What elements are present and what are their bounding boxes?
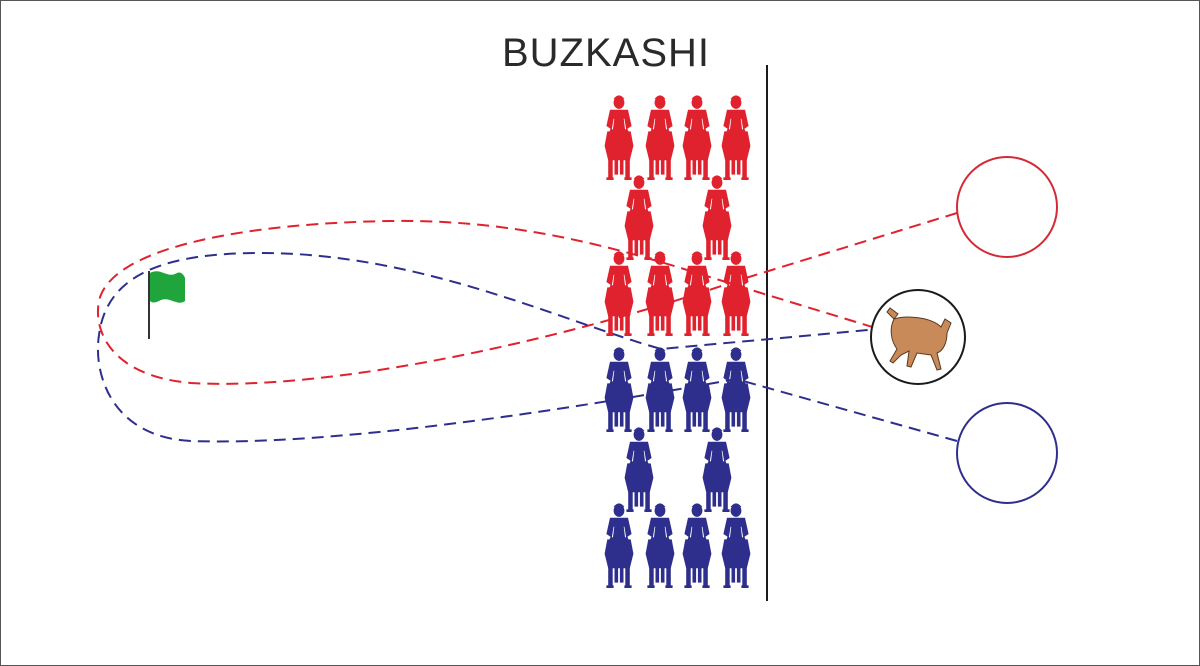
- flag-icon: [148, 271, 185, 339]
- horse-rider-icon: [604, 251, 634, 336]
- horse-rider-icon: [721, 347, 751, 432]
- horse-rider-icon: [682, 503, 712, 588]
- goat-icon: [886, 307, 952, 371]
- blue-team-route: [97, 251, 958, 443]
- horse-rider-icon: [645, 347, 675, 432]
- horse-rider-icon: [624, 427, 654, 512]
- horse-rider-icon: [645, 503, 675, 588]
- horse-rider-icon: [721, 95, 751, 180]
- blue-team-riders: [604, 347, 751, 588]
- horse-rider-icon: [721, 251, 751, 336]
- goat-marker: [870, 289, 966, 385]
- horse-rider-icon: [604, 95, 634, 180]
- horse-rider-icon: [604, 503, 634, 588]
- horse-rider-icon: [624, 175, 654, 260]
- blue-goal-circle: [956, 402, 1058, 504]
- horse-rider-icon: [682, 95, 712, 180]
- horse-rider-icon: [682, 251, 712, 336]
- red-goal-circle: [956, 156, 1058, 258]
- horse-rider-icon: [682, 347, 712, 432]
- horse-rider-icon: [702, 175, 732, 260]
- horse-rider-icon: [702, 427, 732, 512]
- diagram-title: BUZKASHI: [501, 31, 711, 75]
- red-team-route: [97, 212, 958, 385]
- horse-rider-icon: [604, 347, 634, 432]
- horse-rider-icon: [645, 95, 675, 180]
- horse-rider-icon: [721, 503, 751, 588]
